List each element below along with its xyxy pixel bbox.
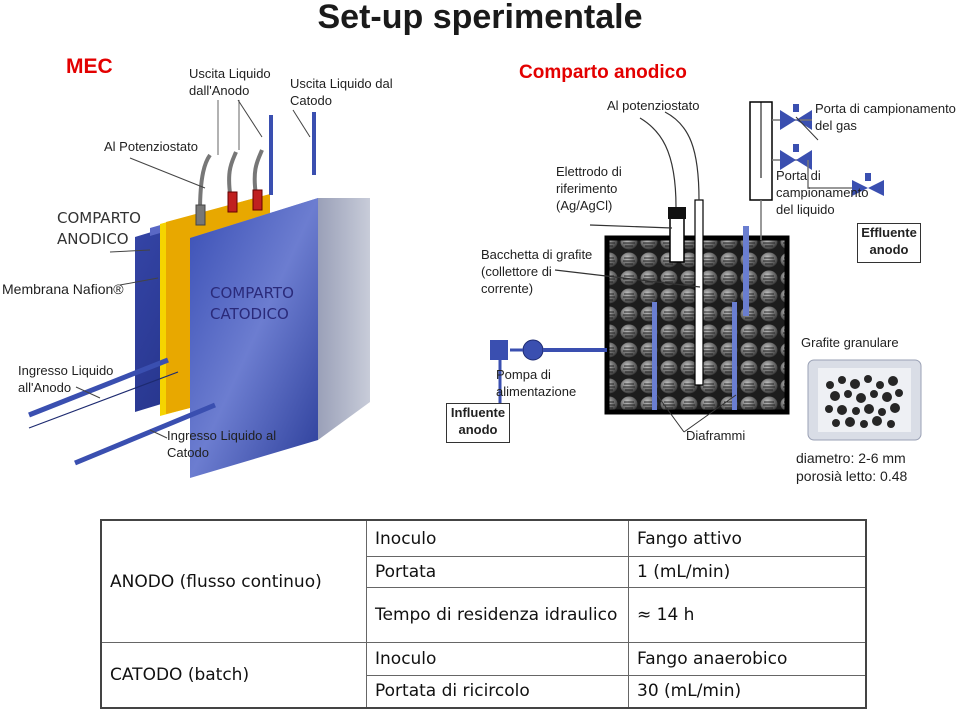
diameter-label: diametro: 2-6 mm bbox=[796, 450, 906, 466]
feed-pump-label: Pompa di alimentazione bbox=[496, 367, 577, 399]
potentiostat-left-label: Al Potenziostato bbox=[104, 139, 198, 154]
table-row: Portata di ricircolo 30 (mL/min) bbox=[101, 674, 867, 709]
diaphragms-label: Diaframmi bbox=[686, 428, 746, 443]
liquid-sampling-port-label: Porta di campionamento del liquido bbox=[776, 168, 869, 217]
gas-sampling-port-label: Porta di campionamento del gas bbox=[815, 101, 956, 133]
cathode-section-cell: CATODO (batch) bbox=[100, 642, 367, 709]
table-row: Tempo di residenza idraulico ≈ 14 h bbox=[101, 586, 867, 644]
param-value-cell: Fango attivo bbox=[628, 519, 867, 558]
anodic-reactor-drawing bbox=[490, 101, 884, 433]
param-value-cell: 30 (mL/min) bbox=[628, 674, 867, 709]
liquid-out-cathode-label: Uscita Liquido dal Catodo bbox=[290, 76, 393, 108]
effluent-anode-box: Effluente anodo bbox=[857, 223, 921, 263]
potentiostat-right-label: Al potenziostato bbox=[607, 98, 700, 113]
page-title: Set-up sperimentale bbox=[317, 0, 643, 36]
param-name-cell: Portata bbox=[366, 556, 629, 588]
cathode-inlet-pipe bbox=[74, 402, 216, 466]
anode-section-cell: ANODO (flusso continuo) bbox=[100, 519, 367, 644]
cathodic-compartment-label: COMPARTO CATODICO bbox=[210, 284, 294, 323]
param-name-cell: Inoculo bbox=[366, 519, 629, 558]
table-row: CATODO (batch) Inoculo Fango anaerobico bbox=[100, 642, 867, 709]
influent-anode-label: Influente anodo bbox=[450, 405, 506, 437]
param-value-cell: Fango anaerobico bbox=[628, 642, 867, 676]
porosity-label: porosià letto: 0.48 bbox=[796, 468, 908, 484]
param-value-cell: ≈ 14 h bbox=[628, 586, 867, 644]
liquid-in-anode-label: Ingresso Liquido all'Anodo bbox=[18, 363, 114, 395]
liquid-in-cathode-label: Ingresso Liquido al Catodo bbox=[167, 428, 277, 460]
mec-label: MEC bbox=[66, 55, 113, 78]
table-row: ANODO (flusso continuo) Inoculo Fango at… bbox=[100, 519, 867, 644]
mec-cell-drawing bbox=[28, 99, 370, 478]
graphite-rod-label: Bacchetta di grafite (collettore di corr… bbox=[481, 247, 593, 296]
nafion-membrane-label: Membrana Nafion® bbox=[2, 281, 124, 297]
influent-anode-box: Influente anodo bbox=[446, 403, 510, 443]
granular-graphite-photo bbox=[807, 359, 922, 441]
parameters-table: ANODO (flusso continuo) Inoculo Fango at… bbox=[100, 519, 867, 709]
liquid-out-anode-label: Uscita Liquido dall'Anodo bbox=[189, 66, 271, 98]
granular-graphite-label: Grafite granulare bbox=[801, 335, 899, 350]
param-name-cell: Tempo di residenza idraulico bbox=[366, 586, 629, 644]
param-name-cell: Inoculo bbox=[366, 642, 629, 676]
anodic-compartment-label: COMPARTO ANODICO bbox=[57, 209, 141, 248]
anodic-compartment-title: Comparto anodico bbox=[519, 62, 687, 83]
param-name-cell: Portata di ricircolo bbox=[366, 674, 629, 709]
table-row: Portata 1 (mL/min) bbox=[101, 556, 867, 588]
anode-inlet-pipe bbox=[28, 357, 169, 418]
reference-electrode-label: Elettrodo di riferimento (Ag/AgCl) bbox=[556, 164, 622, 213]
param-value-cell: 1 (mL/min) bbox=[628, 556, 867, 588]
effluent-anode-label: Effluente anodo bbox=[861, 225, 917, 257]
